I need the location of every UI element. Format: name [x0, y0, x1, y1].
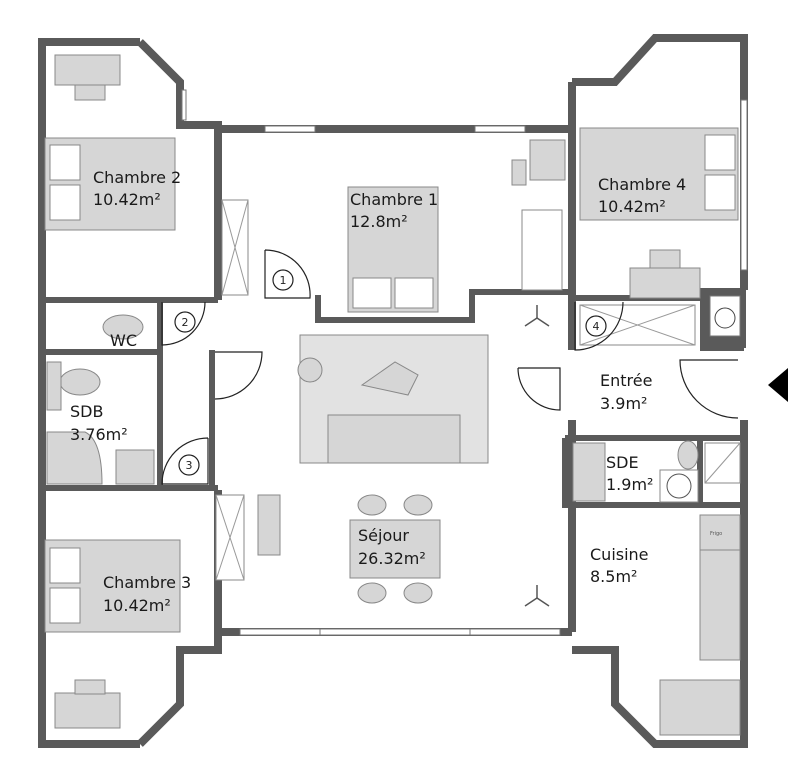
room-name-chambre4: Chambre 4 [598, 175, 686, 194]
room-name-entree: Entrée [600, 371, 652, 390]
door-number-3: 3 [186, 459, 193, 472]
door-marker-4 [585, 315, 607, 337]
door-marker-2 [174, 311, 196, 333]
room-area-sejour: 26.32m² [358, 549, 426, 568]
room-area-chambre3: 10.42m² [103, 596, 171, 615]
ceiling-light-icons [524, 305, 550, 607]
room-labels: Chambre 2 10.42m² Chambre 1 12.8m² Chamb… [70, 168, 686, 615]
room-name-chambre3: Chambre 3 [103, 573, 191, 592]
room-area-sdb: 3.76m² [70, 425, 128, 444]
door-number-2: 2 [182, 316, 189, 329]
room-area-chambre1: 12.8m² [350, 212, 408, 231]
room-area-cuisine: 8.5m² [590, 567, 637, 586]
room-area-chambre4: 10.42m² [598, 197, 666, 216]
room-area-sde: 1.9m² [606, 475, 653, 494]
fridge-label: Frigo [710, 531, 722, 537]
room-name-cuisine: Cuisine [590, 545, 649, 564]
entrance-triangle-icon [768, 368, 788, 402]
door-number-4: 4 [593, 320, 600, 333]
door-number-1: 1 [280, 274, 287, 287]
doors: 1 2 3 4 [161, 249, 739, 485]
door-marker-3 [178, 454, 200, 476]
room-area-entree: 3.9m² [600, 394, 647, 413]
room-name-sdb: SDB [70, 402, 103, 421]
room-name-sejour: Séjour [358, 526, 409, 545]
windows [181, 89, 748, 636]
room-name-sde: SDE [606, 453, 639, 472]
door-marker-1 [272, 269, 294, 291]
room-name-wc: WC [110, 331, 137, 350]
room-name-chambre2: Chambre 2 [93, 168, 181, 187]
furniture: Frigo [44, 54, 741, 736]
room-name-chambre1: Chambre 1 [350, 190, 438, 209]
room-area-chambre2: 10.42m² [93, 190, 161, 209]
